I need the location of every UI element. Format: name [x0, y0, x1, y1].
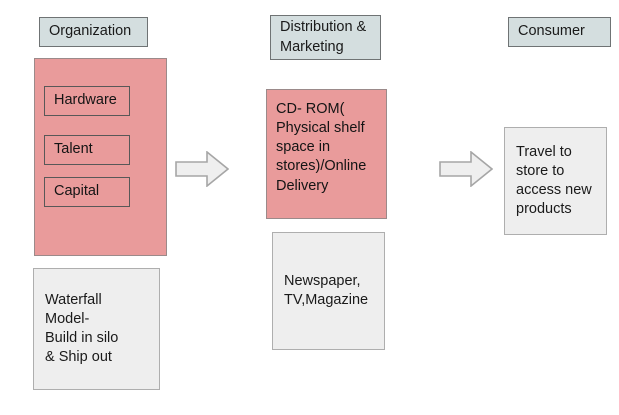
right-arrow-icon — [439, 151, 493, 187]
stage-header-consumer-label: Consumer — [518, 23, 585, 40]
distribution-channel-box[interactable]: CD- ROM( Physical shelf space in stores)… — [266, 89, 387, 219]
organization-process-box[interactable]: Waterfall Model- Build in silo & Ship ou… — [33, 268, 160, 390]
stage-header-organization-label: Organization — [49, 23, 132, 40]
resource-chip-talent[interactable]: Talent — [44, 135, 130, 165]
stage-header-distribution-marketing-label: Distribution & Marketing — [280, 19, 367, 55]
resource-chip-hardware-label: Hardware — [54, 92, 117, 109]
consumer-behavior-text: Travel to store to access new products — [516, 143, 592, 218]
organization-process-text: Waterfall Model- Build in silo & Ship ou… — [45, 291, 119, 366]
stage-header-distribution-marketing[interactable]: Distribution & Marketing — [270, 15, 381, 60]
arrow-org-to-distribution[interactable] — [175, 151, 229, 187]
distribution-channel-text: CD- ROM( Physical shelf space in stores)… — [276, 101, 367, 194]
resource-chip-hardware[interactable]: Hardware — [44, 86, 130, 116]
resource-chip-talent-label: Talent — [54, 141, 93, 158]
stage-header-organization[interactable]: Organization — [39, 17, 148, 47]
resource-chip-capital-label: Capital — [54, 183, 100, 200]
arrow-distribution-to-consumer[interactable] — [439, 151, 493, 187]
distribution-media-text: Newspaper, TV,Magazine — [284, 272, 369, 308]
right-arrow-icon — [175, 151, 229, 187]
stage-header-consumer[interactable]: Consumer — [508, 17, 611, 47]
distribution-media-box[interactable]: Newspaper, TV,Magazine — [272, 232, 385, 350]
consumer-behavior-box[interactable]: Travel to store to access new products — [504, 127, 607, 235]
resource-chip-capital[interactable]: Capital — [44, 177, 130, 207]
